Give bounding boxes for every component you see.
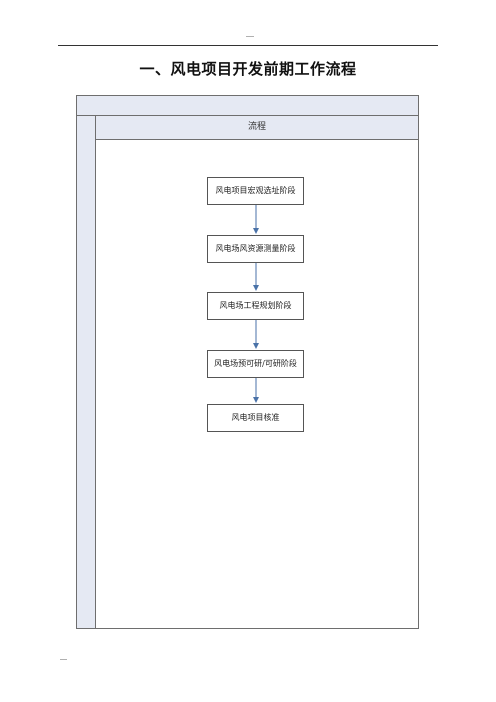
step-wind-resource-measurement: 风电场风资源测量阶段	[207, 235, 304, 263]
header-rule	[58, 45, 438, 46]
step-feasibility-study: 风电场预可研/可研阶段	[207, 350, 304, 378]
header-mark	[246, 36, 254, 37]
phase-column	[77, 116, 96, 628]
footer-mark	[60, 659, 67, 660]
document-title: 一、风电项目开发前期工作流程	[139, 60, 357, 78]
lane-header: 流程	[96, 116, 418, 140]
step-project-approval: 风电项目核准	[207, 404, 304, 432]
step-macro-site-selection: 风电项目宏观选址阶段	[207, 177, 304, 205]
step-engineering-planning: 风电场工程规划阶段	[207, 292, 304, 320]
flowchart-title-bar	[77, 96, 418, 116]
